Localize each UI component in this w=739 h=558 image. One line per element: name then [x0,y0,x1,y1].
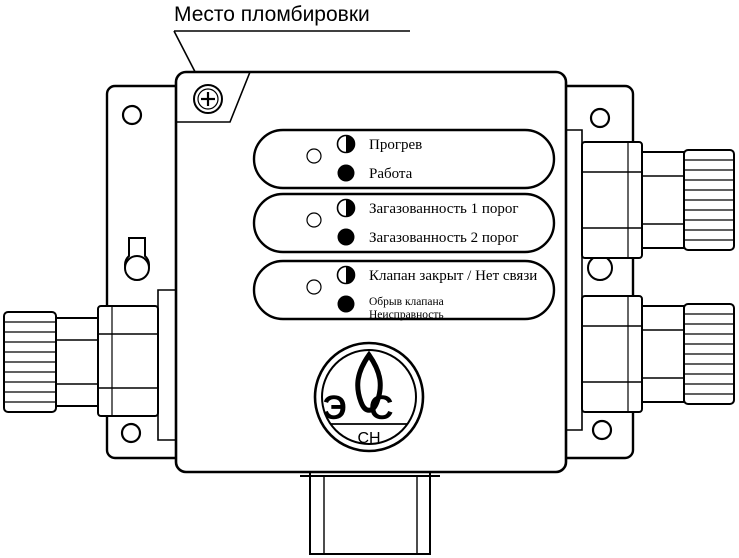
indicator-label: Прогрев [369,137,422,153]
filled-led-icon [337,164,355,182]
status-led-icon [306,148,322,164]
half-led-icon [336,134,356,154]
indicator-label: Обрыв клапана [369,296,444,308]
indicator-panel-frame [252,128,556,190]
filled-led-icon [337,228,355,246]
indicator-label: Загазованность 2 порог [369,230,519,246]
flame-logo-icon [355,350,383,413]
indicator-label: Работа [369,166,413,182]
sealing-callout-label: Место пломбировки [174,3,370,26]
right-cable-gland-bottom [581,295,735,413]
bottom-neck [300,469,440,555]
half-led-icon [336,198,356,218]
seal-screw-icon [193,84,223,114]
mounting-hole-icon [589,107,611,129]
indicator-label: Клапан закрыт / Нет связи [369,268,537,284]
status-led-icon [306,279,322,295]
sealing-callout: Место пломбировки [173,3,410,96]
logo-model: СН [357,430,380,447]
status-led-icon [306,212,322,228]
indicator-sublabel: Неисправность [369,309,444,321]
keyhole-slot-icon [587,255,613,281]
mounting-hole-icon [121,104,143,126]
left-cable-gland [3,305,159,417]
indicator-label: Загазованность 1 порог [369,201,519,217]
manufacturer-logo: ЭС СН [313,341,425,453]
mounting-hole-icon [120,422,142,444]
logo-letters: ЭС [323,389,416,427]
keyhole-slot-icon [124,237,150,281]
indicator-panel-frame [252,192,556,254]
right-cable-gland-top [581,141,735,259]
filled-led-icon [337,295,355,313]
indicator-panel-frame [252,259,556,321]
mounting-hole-icon [591,419,613,441]
half-led-icon [336,265,356,285]
